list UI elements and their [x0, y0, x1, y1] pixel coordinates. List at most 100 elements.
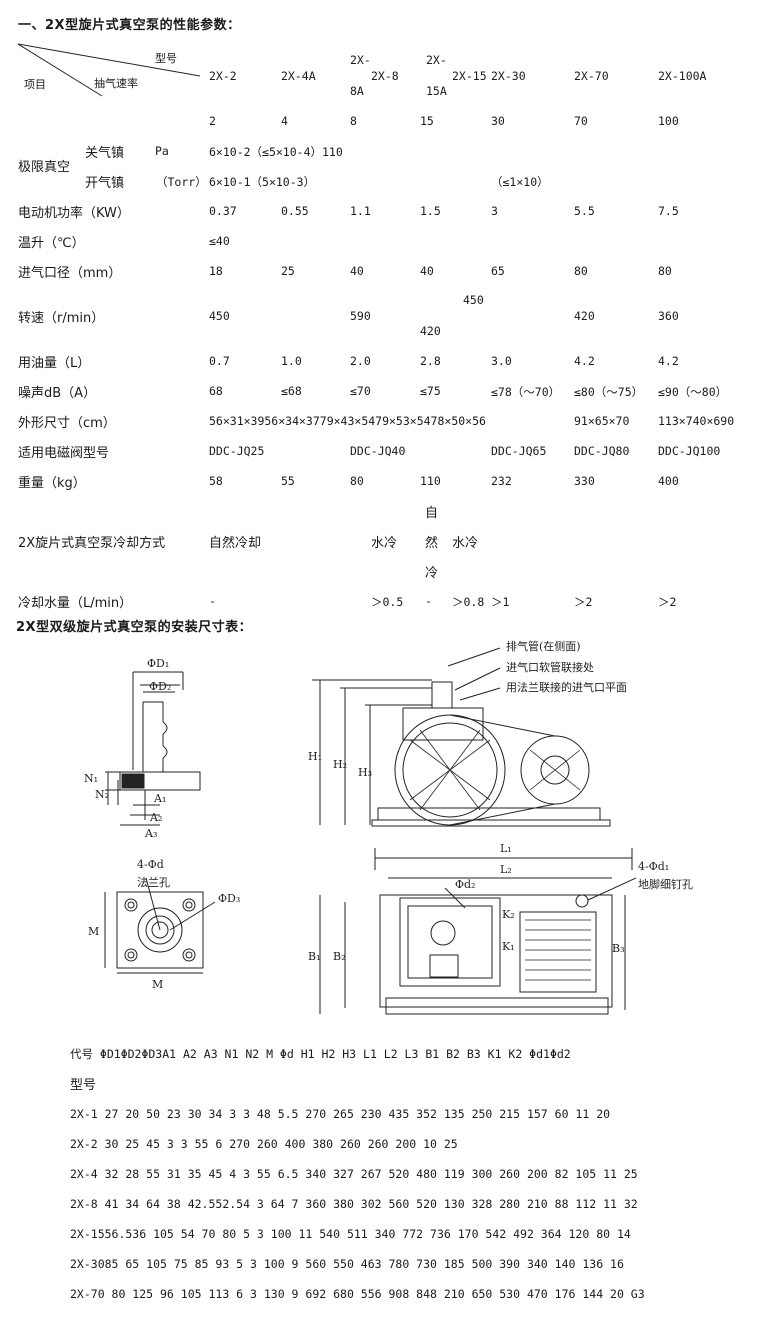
install-dimension-drawing: ΦD₁ ΦD₂ N₁ N₂ A₁ A₂ A₃ 4-Φd 法兰孔 ΦD₃ M M … [84, 639, 693, 1015]
model-2x-15a-top: 2X- [426, 53, 447, 67]
power-value: 5.5 [574, 204, 595, 218]
inlet-value: 18 [209, 264, 223, 278]
speed-value: 4 [281, 114, 288, 128]
valve-value: DDC-JQ80 [574, 444, 630, 458]
speed-value: 70 [574, 114, 588, 128]
oil-value: 2.8 [420, 354, 441, 368]
label-k2: K₂ [502, 908, 515, 921]
label-d2: ΦD₂ [149, 680, 171, 693]
rotation-label: 转速（r/min） [18, 311, 105, 326]
valve-value: DDC-JQ40 [350, 444, 406, 458]
model-2x-2: 2X-2 [209, 69, 237, 83]
weight-value: 110 [420, 474, 441, 488]
section-1-title: 一、2X型旋片式真空泵的性能参数： [18, 18, 241, 33]
label-b1: B₁ [308, 950, 321, 963]
oil-label: 用油量（L） [18, 356, 91, 371]
cooling-water-1: 水冷 [371, 536, 398, 551]
rotation-value: 590 [350, 309, 371, 323]
label-l1: L₁ [500, 842, 512, 855]
dim-table-row: 2X-8 41 34 64 38 42.552.54 3 64 7 360 38… [70, 1197, 638, 1211]
label-h3: H₃ [358, 766, 372, 779]
header-model-label: 型号 [155, 52, 177, 65]
weight-value: 55 [281, 474, 295, 488]
temp-label: 温升（℃） [18, 236, 85, 251]
cooling-natural-char: 自 [425, 506, 439, 521]
inlet-label: 进气口径（mm） [18, 266, 122, 281]
closed-ballast-label: 关气镇 [85, 146, 125, 161]
power-label: 电动机功率（KW） [18, 206, 130, 221]
water-value: ＞1 [491, 595, 510, 609]
noise-value: ≤70 [350, 384, 371, 398]
weight-value: 330 [574, 474, 595, 488]
header-item-label: 项目 [24, 78, 46, 91]
water-value: ＞0.8 [452, 595, 485, 609]
label-a2: A₂ [149, 811, 162, 824]
label-b2: B₂ [333, 950, 346, 963]
valve-label: 适用电磁阀型号 [18, 446, 110, 461]
label-b3: B₃ [612, 942, 625, 955]
inlet-value: 65 [491, 264, 505, 278]
inlet-value: 40 [420, 264, 434, 278]
label-anchor: 地脚细钉孔 [638, 877, 693, 891]
label-phi-d2: Φd₂ [455, 878, 475, 891]
label-n1: N₁ [84, 772, 98, 785]
oil-value: 3.0 [491, 354, 512, 368]
inlet-value: 25 [281, 264, 295, 278]
valve-value: DDC-JQ100 [658, 444, 721, 458]
oil-value: 0.7 [209, 354, 230, 368]
label-m-horizontal: M [152, 978, 163, 991]
rotation-value: 420 [574, 309, 595, 323]
model-2x-100a: 2X-100A [658, 69, 707, 83]
rotation-value: 450 [209, 309, 230, 323]
cooling-water-2: 水冷 [452, 536, 479, 551]
oil-value: 1.0 [281, 354, 302, 368]
size-value: 56×31×3956×34×3779×43×5479×53×5478×50×56 [209, 414, 486, 428]
power-value: 0.37 [209, 204, 237, 218]
dim-table-row: 2X-2 30 25 45 3 3 55 6 270 260 400 380 2… [70, 1137, 458, 1151]
water-value: - [209, 594, 216, 608]
water-value: - [425, 594, 432, 608]
label-a3: A₃ [144, 827, 157, 840]
size-value: 113×740×690 [658, 414, 735, 428]
dim-table-row: 2X-4 32 28 55 31 35 45 4 3 55 6.5 340 32… [70, 1167, 638, 1181]
noise-value: ≤90（～80） [658, 385, 728, 399]
power-value: 7.5 [658, 204, 679, 218]
label-a1: A₁ [153, 792, 166, 805]
power-value: 1.5 [420, 204, 441, 218]
label-inlet-hose: 进气口软管联接处 [506, 660, 594, 674]
cooling-label: 2X旋片式真空泵冷却方式 [18, 536, 166, 551]
dim-table-header-2: 型号 [70, 1078, 97, 1093]
oil-value: 4.2 [658, 354, 679, 368]
model-15a-bottom: 15A [426, 84, 447, 98]
label-exhaust: 排气管(在侧面) [506, 639, 581, 653]
unit-pa: Pa [155, 144, 169, 158]
dim-table-row: 2X-1556.536 105 54 70 80 5 3 100 11 540 … [70, 1227, 631, 1241]
label-m-vertical: M [88, 925, 99, 938]
model-8a-bottom: 8A [350, 84, 364, 98]
speed-value: 2 [209, 114, 216, 128]
power-value: 1.1 [350, 204, 371, 218]
valve-value: DDC-JQ65 [491, 444, 547, 458]
weight-label: 重量（kg） [18, 476, 86, 491]
rotation-value: 450 [463, 293, 484, 307]
open-ballast-label: 开气镇 [85, 176, 125, 191]
weight-value: 400 [658, 474, 679, 488]
model-2x-4a: 2X-4A [281, 69, 316, 83]
dim-table-row: 2X-70 80 125 96 105 113 6 3 130 9 692 68… [70, 1287, 645, 1301]
cooling-natural: 自然冷却 [209, 536, 262, 551]
speed-value: 100 [658, 114, 679, 128]
open-ballast-values-2: （≤1×10） [491, 175, 549, 189]
label-h2: H₂ [333, 758, 347, 771]
valve-value: DDC-JQ25 [209, 444, 265, 458]
model-2x-70: 2X-70 [574, 69, 609, 83]
weight-value: 232 [491, 474, 512, 488]
noise-label: 噪声dB（A） [18, 386, 97, 401]
dim-table-header: 代号 ΦD1ΦD2ΦD3A1 A2 A3 N1 N2 M Φd H1 H2 H3… [70, 1047, 571, 1061]
weight-value: 80 [350, 474, 364, 488]
label-l2: L₂ [500, 863, 512, 876]
water-value: ＞2 [574, 595, 593, 609]
label-h1: H₁ [308, 750, 322, 763]
inlet-value: 80 [658, 264, 672, 278]
label-flange-hole: 法兰孔 [137, 875, 170, 889]
